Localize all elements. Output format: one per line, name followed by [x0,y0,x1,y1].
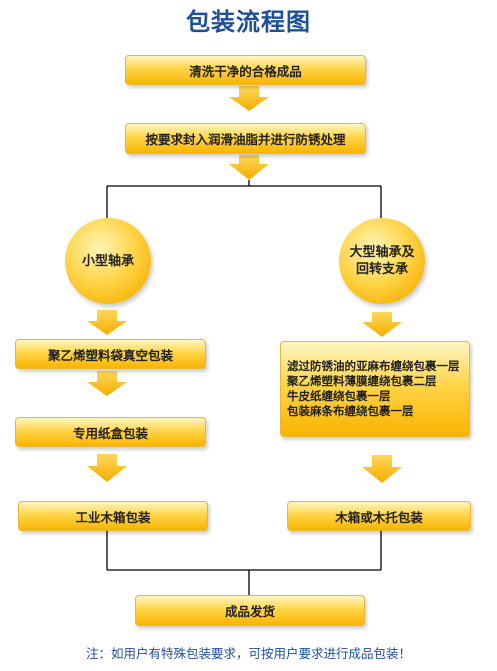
node-small-bearing: 小型轴承 [65,218,151,304]
footnote: 注：如用户有特殊包装要求，可按用户要求进行成品包装！ [85,646,411,661]
wrap-layer-3: 牛皮纸缠绕包裹一层 [287,389,391,403]
step-vacuum-bag: 聚乙烯塑料袋真空包装 [15,339,206,369]
arrow-down-small-3 [87,454,127,482]
wrap-layer-4: 包装麻条布缠绕包裹一层 [287,404,414,418]
arrow-down-small-1 [87,310,127,335]
arrow-down-large-2 [362,455,402,483]
node-large-bearing: 大型轴承及 回转支承 [339,218,425,304]
small-bearing-label: 小型轴承 [81,253,134,269]
arrow-down-2 [229,155,269,180]
diagram-title: 包装流程图 [186,8,311,36]
arrow-down-large-1 [362,312,402,337]
arrow-down-1 [229,86,269,111]
step-clean-product: 清洗干净的合格成品 [125,55,366,85]
wrap-layer-2: 聚乙烯塑料薄膜缠绕包裹二层 [287,374,437,388]
step-seal-antirust: 按要求封入润滑油脂并进行防锈处理 [125,123,366,154]
large-bearing-label-line1: 大型轴承及 [349,245,415,260]
step-wooden-case-pallet: 木箱或木托包装 [287,501,471,531]
step-industrial-crate: 工业木箱包装 [18,501,208,531]
step-ship-product: 成品发货 [135,595,365,626]
step-paper-box: 专用纸盒包装 [15,417,206,447]
step-wrapping-layers: 滤过防锈油的亚麻布缠绕包裹一层 聚乙烯塑料薄膜缠绕包裹二层 牛皮纸缠绕包裹一层 … [280,341,470,437]
large-bearing-label-line2: 回转支承 [355,262,408,277]
wrap-layer-1: 滤过防锈油的亚麻布缠绕包裹一层 [287,359,460,373]
branch-lines [106,180,382,595]
arrow-down-small-2 [87,371,127,396]
